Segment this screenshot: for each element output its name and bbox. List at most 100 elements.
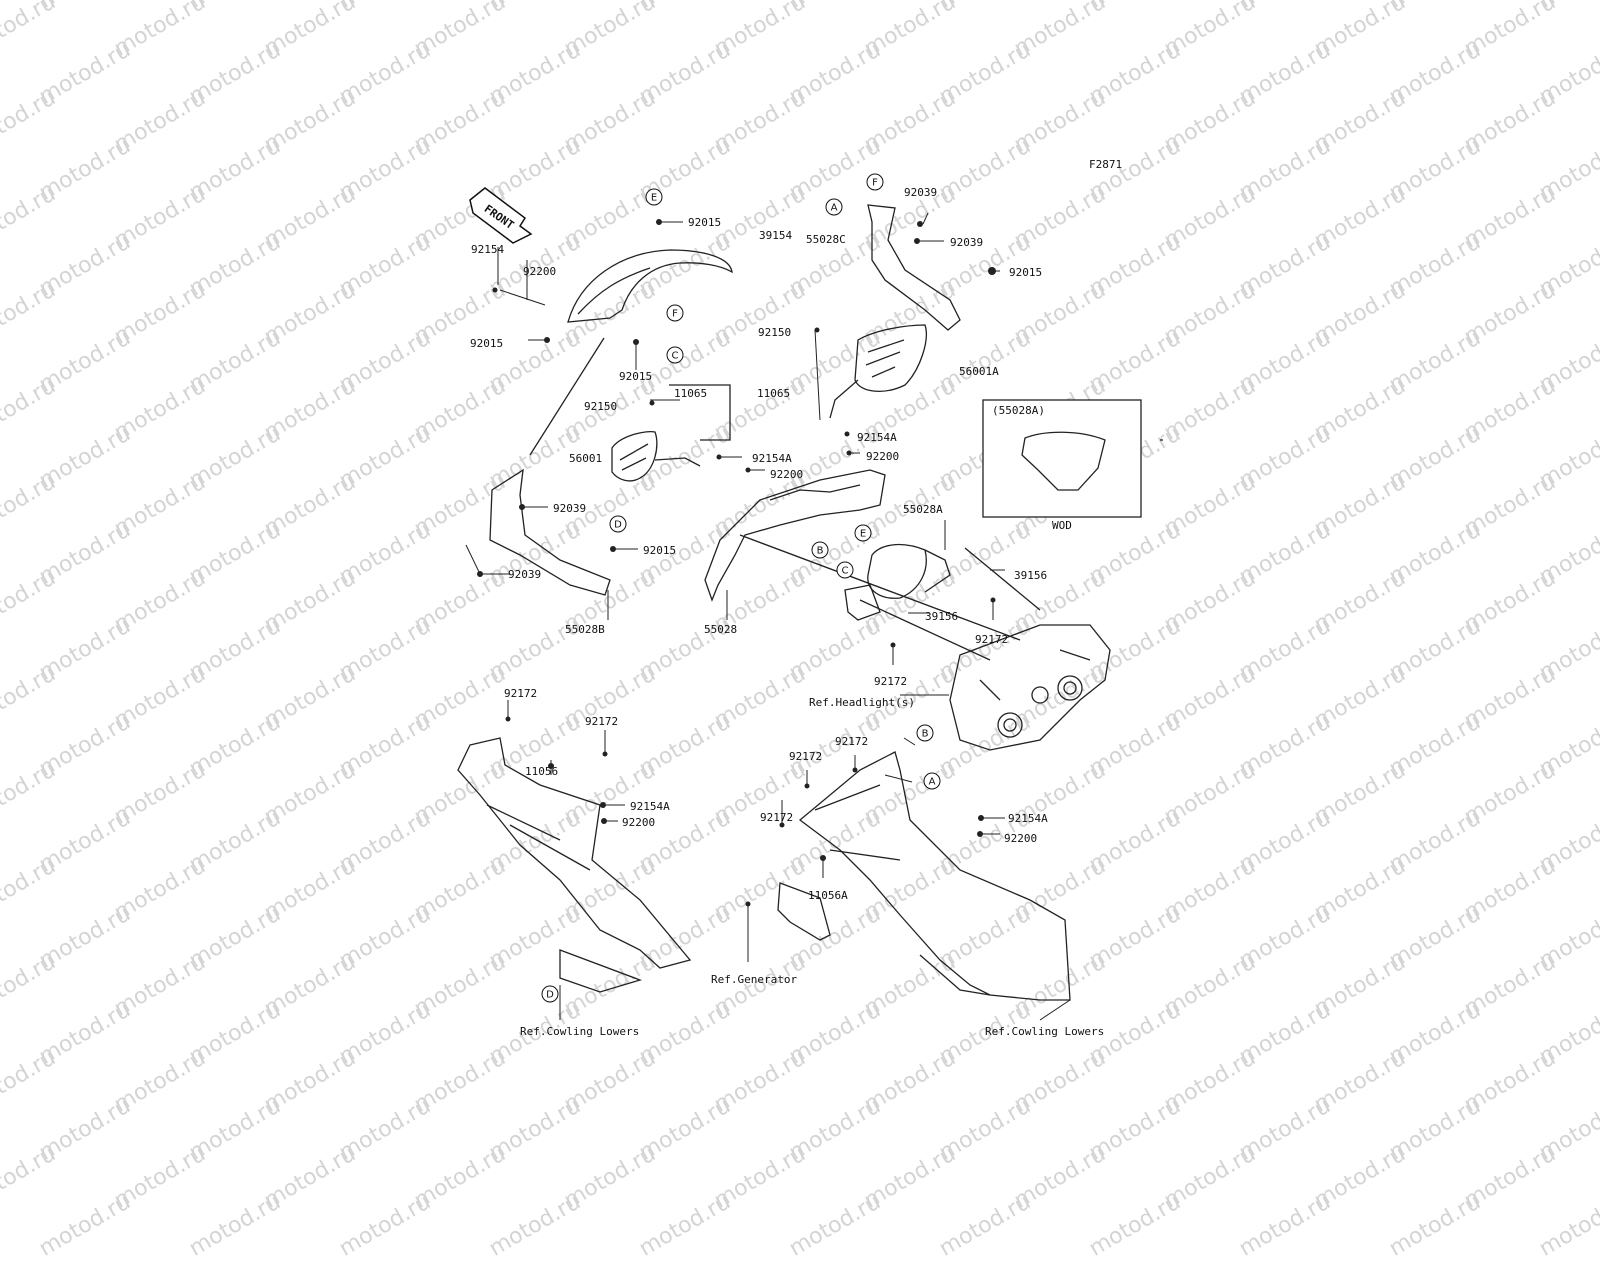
watermark-text: motod.ru [635, 1189, 735, 1262]
callout-e: E [854, 524, 872, 542]
svg-text:D: D [546, 990, 554, 1001]
part-label-92015: 92015 [619, 370, 652, 383]
part-label-92172: 92172 [760, 811, 793, 824]
part-label-92172: 92172 [975, 633, 1008, 646]
watermark-text: motod.ru [935, 1189, 1035, 1262]
ref-label: Ref.Headlight(s) [809, 696, 915, 709]
callout-d: D [541, 985, 559, 1003]
watermark-text: motod.ru [335, 1189, 435, 1262]
part-label-92039: 92039 [508, 568, 541, 581]
part-label-92015: 92015 [688, 216, 721, 229]
svg-text:D: D [614, 520, 622, 531]
part-label-92200: 92200 [866, 450, 899, 463]
cover-55028a-shape [867, 543, 927, 599]
part-label-92154: 92154 [471, 243, 504, 256]
fastener-dots [477, 219, 996, 907]
part-label-92150: 92150 [758, 326, 791, 339]
part-label-39156: 39156 [925, 610, 958, 623]
svg-text:C: C [672, 351, 679, 362]
watermark-text: motod.ru [1385, 1189, 1485, 1262]
part-label-92154a: 92154A [1008, 812, 1048, 825]
part-label-56001: 56001 [569, 452, 602, 465]
inset-title: (55028A) [992, 404, 1045, 417]
stay-55028c-shape [867, 204, 961, 331]
part-label-92015: 92015 [1009, 266, 1042, 279]
part-label-92200: 92200 [523, 265, 556, 278]
part-label-92172: 92172 [585, 715, 618, 728]
part-label-55028c: 55028C [806, 233, 846, 246]
headlight-shape [949, 624, 1111, 751]
svg-text:E: E [860, 529, 866, 540]
generator-bracket-shape [777, 882, 831, 941]
watermark-text: motod.ru [185, 1189, 285, 1262]
mirror-56001a-shape [854, 324, 927, 392]
ref-label: Ref.Generator [711, 973, 797, 986]
callout-c: C [836, 561, 854, 579]
callout-f: F [866, 173, 884, 191]
ref-label: Ref.Cowling Lowers [520, 1025, 639, 1038]
part-label-92172: 92172 [835, 735, 868, 748]
callout-b: B [811, 541, 829, 559]
watermark-text: motod.ru [485, 1189, 585, 1262]
part-label-92039: 92039 [553, 502, 586, 515]
part-label-92154a: 92154A [630, 800, 670, 813]
panel-55028b-shape [489, 468, 611, 596]
part-label-56001a: 56001A [959, 365, 999, 378]
watermark-text: motod.ru [1235, 1189, 1335, 1262]
part-label-92015: 92015 [643, 544, 676, 557]
part-label-92200: 92200 [1004, 832, 1037, 845]
front-arrow-icon: FRONT [469, 187, 533, 244]
part-label-92200: 92200 [770, 468, 803, 481]
cowl-55028-shape [704, 469, 886, 602]
part-label-92039: 92039 [950, 236, 983, 249]
part-label-11065: 11065 [674, 387, 707, 400]
part-label-39154: 39154 [759, 229, 792, 242]
part-label-11056a: 11056A [808, 889, 848, 902]
svg-text:B: B [817, 546, 824, 557]
callout-f: F [666, 304, 684, 322]
part-label-92172: 92172 [504, 687, 537, 700]
reference-labels: Ref.Headlight(s) Ref.GeneratorRef.Cowling… [520, 696, 1104, 1038]
part-label-92154a: 92154A [857, 431, 897, 444]
callout-e: E [645, 188, 663, 206]
figure-code: F2871 [1089, 158, 1122, 171]
part-label-92039: 92039 [904, 186, 937, 199]
inset-label: WOD [1052, 519, 1072, 532]
ref-label: Ref.Cowling Lowers [985, 1025, 1104, 1038]
svg-text:A: A [929, 777, 936, 788]
svg-text:A: A [831, 203, 838, 214]
svg-text:F: F [672, 309, 678, 320]
watermark-text: motod.ru [35, 1189, 135, 1262]
part-label-55028a: 55028A [903, 503, 943, 516]
part-label-92172: 92172 [789, 750, 822, 763]
part-label-39156: 39156 [1014, 569, 1047, 582]
callout-c: C [666, 346, 684, 364]
inset-cover-shape [1021, 431, 1106, 491]
diagram-canvas: FRONT F2871 [457, 158, 1163, 1038]
watermark-text: motod.ru [1085, 1189, 1185, 1262]
watermark-text: motod.ru [1535, 1189, 1600, 1262]
svg-text:E: E [651, 193, 657, 204]
callout-d: D [609, 515, 627, 533]
right-side-cowl-shape [798, 751, 1071, 1001]
part-label-92200: 92200 [622, 816, 655, 829]
line-art [457, 204, 1163, 1001]
left-side-cowl-shape [457, 737, 692, 969]
leader-lines [465, 212, 1071, 1021]
part-label-55028b: 55028B [565, 623, 605, 636]
part-label-11056: 11056 [525, 765, 558, 778]
windscreen-shape [567, 249, 733, 323]
svg-text:C: C [842, 566, 849, 577]
svg-text:F: F [872, 178, 878, 189]
part-label-11065: 11065 [757, 387, 790, 400]
watermark-text: motod.ru [785, 1189, 885, 1262]
part-label-92015: 92015 [470, 337, 503, 350]
callout-a: A [825, 198, 843, 216]
part-label-55028: 55028 [704, 623, 737, 636]
part-number-labels: 92015391549215492200920159201555028C9203… [470, 186, 1048, 902]
inset-box [982, 399, 1142, 518]
mirror-56001-shape [611, 430, 658, 482]
part-label-92172: 92172 [874, 675, 907, 688]
